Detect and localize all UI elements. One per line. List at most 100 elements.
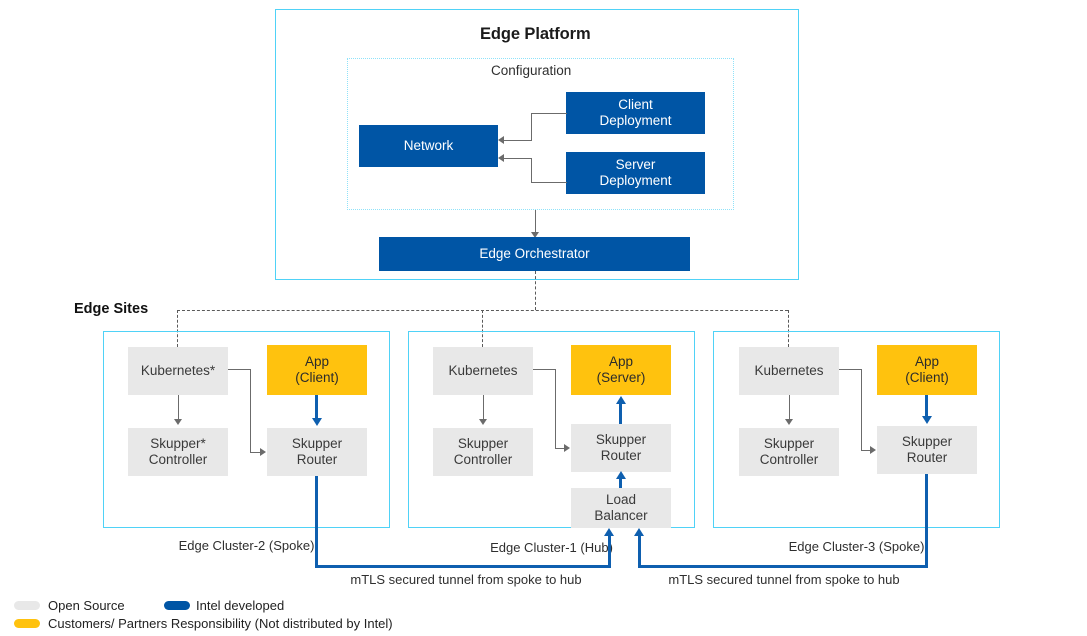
tunnel-1-arrowhead xyxy=(604,528,614,536)
cluster-2-skupper-controller-line2: Controller xyxy=(148,452,208,467)
cluster-3-skupper-router-line2: Router xyxy=(906,450,948,465)
edge-cluster-1-panel xyxy=(408,331,695,528)
cluster-1-connector-k8s-to-controller xyxy=(483,395,484,420)
server-deployment-label-line2: Deployment xyxy=(599,173,672,188)
legend-swatch-customer-responsibility xyxy=(14,619,40,628)
cluster-3-connector-k8s-to-router-seg1 xyxy=(839,369,861,370)
tunnel-1-label: mTLS secured tunnel from spoke to hub xyxy=(350,572,582,587)
connector-server-to-network-seg2 xyxy=(531,158,532,183)
cluster-3-connector-app-to-router xyxy=(925,395,928,418)
cluster-3-app-box: App (Client) xyxy=(877,345,977,395)
cluster-3-kubernetes-label: Kubernetes xyxy=(754,363,824,379)
legend-label-intel-developed: Intel developed xyxy=(196,598,285,613)
configuration-title: Configuration xyxy=(491,63,572,78)
legend-swatch-open-source xyxy=(14,601,40,610)
connector-config-to-orchestrator xyxy=(535,210,536,234)
cluster-1-connector-router-to-app-arrowhead xyxy=(615,396,626,404)
edge-sites-title: Edge Sites xyxy=(74,301,149,317)
cluster-1-load-balancer-line2: Balancer xyxy=(594,508,648,523)
cluster-3-kubernetes-box: Kubernetes xyxy=(739,347,839,395)
tunnel-2-label: mTLS secured tunnel from spoke to hub xyxy=(668,572,900,587)
legend-label-customer-responsibility: Customers/ Partners Responsibility (Not … xyxy=(48,616,393,631)
cluster-2-skupper-router-box: Skupper Router xyxy=(267,428,367,476)
cluster-1-skupper-controller-line1: Skupper xyxy=(457,436,509,452)
network-label: Network xyxy=(403,138,454,154)
cluster-3-connector-app-to-router-arrowhead xyxy=(921,416,932,424)
network-box: Network xyxy=(359,125,498,167)
client-deployment-label-line2: Deployment xyxy=(599,113,672,128)
cluster-2-connector-k8s-to-controller xyxy=(178,395,179,420)
connector-server-to-network-seg3 xyxy=(504,158,532,159)
cluster-2-app-line2: (Client) xyxy=(295,370,339,385)
edge-platform-title: Edge Platform xyxy=(480,25,591,43)
edge-orchestrator-box: Edge Orchestrator xyxy=(379,237,690,271)
cluster-3-skupper-controller-line1: Skupper xyxy=(763,436,815,452)
cluster-3-app-line2: (Client) xyxy=(905,370,949,385)
cluster-2-app-line1: App xyxy=(304,354,330,370)
connector-client-to-network-arrowhead xyxy=(498,136,504,144)
cluster-1-connector-k8s-to-router-arrowhead xyxy=(564,444,570,452)
edge-platform-panel xyxy=(275,9,799,280)
edge-orchestrator-label: Edge Orchestrator xyxy=(479,246,590,262)
tunnel-2-arrowhead xyxy=(634,528,644,536)
dashed-drop-cluster-2 xyxy=(177,310,178,347)
cluster-2-connector-app-to-router-arrowhead xyxy=(311,418,322,426)
cluster-3-app-line1: App xyxy=(914,354,940,370)
cluster-3-skupper-router-box: Skupper Router xyxy=(877,426,977,474)
edge-cluster-3-caption: Edge Cluster-3 (Spoke) xyxy=(788,539,925,554)
client-deployment-label-line1: Client xyxy=(618,97,653,113)
cluster-2-skupper-router-line2: Router xyxy=(296,452,338,467)
cluster-2-app-box: App (Client) xyxy=(267,345,367,395)
cluster-3-skupper-controller-line2: Controller xyxy=(759,452,819,467)
cluster-1-app-line2: (Server) xyxy=(596,370,646,385)
cluster-3-skupper-router-line1: Skupper xyxy=(901,434,953,450)
edge-cluster-2-caption: Edge Cluster-2 (Spoke) xyxy=(178,538,315,553)
server-deployment-label-line1: Server xyxy=(615,157,656,173)
cluster-2-connector-k8s-to-router-seg3 xyxy=(250,452,261,453)
cluster-1-skupper-controller-box: Skupper Controller xyxy=(433,428,533,476)
connector-client-to-network-seg1 xyxy=(531,113,567,114)
tunnel-1-segment-across xyxy=(315,565,611,568)
connector-server-to-network-arrowhead xyxy=(498,154,504,162)
legend-swatch-intel-developed xyxy=(164,601,190,610)
cluster-2-connector-k8s-to-router-seg2 xyxy=(250,369,251,453)
connector-client-to-network-seg3 xyxy=(504,140,532,141)
cluster-1-connector-k8s-to-router-seg2 xyxy=(555,369,556,449)
cluster-1-skupper-router-line2: Router xyxy=(600,448,642,463)
cluster-2-skupper-router-line1: Skupper xyxy=(291,436,343,452)
cluster-1-skupper-controller-line2: Controller xyxy=(453,452,513,467)
edge-cluster-1-caption: Edge Cluster-1 (Hub) xyxy=(490,540,613,555)
cluster-1-load-balancer-line1: Load xyxy=(605,492,637,508)
cluster-2-kubernetes-box: Kubernetes* xyxy=(128,347,228,395)
cluster-1-skupper-router-line1: Skupper xyxy=(595,432,647,448)
cluster-3-connector-k8s-to-router-seg2 xyxy=(861,369,862,451)
cluster-1-connector-k8s-to-router-seg3 xyxy=(555,448,565,449)
cluster-1-connector-k8s-to-controller-arrowhead xyxy=(479,419,487,425)
cluster-1-skupper-router-box: Skupper Router xyxy=(571,424,671,472)
tunnel-1-segment-up xyxy=(608,536,611,566)
connector-config-to-orchestrator-arrowhead xyxy=(531,232,539,238)
tunnel-2-segment-across xyxy=(638,565,928,568)
dashed-drop-cluster-1 xyxy=(482,310,483,347)
cluster-2-connector-k8s-to-controller-arrowhead xyxy=(174,419,182,425)
client-deployment-box: Client Deployment xyxy=(566,92,705,134)
cluster-3-connector-k8s-to-controller xyxy=(789,395,790,420)
cluster-3-skupper-controller-box: Skupper Controller xyxy=(739,428,839,476)
cluster-2-connector-k8s-to-router-seg1 xyxy=(228,369,250,370)
configuration-panel xyxy=(347,58,734,210)
cluster-1-app-box: App (Server) xyxy=(571,345,671,395)
cluster-1-load-balancer-box: Load Balancer xyxy=(571,488,671,528)
cluster-2-kubernetes-label: Kubernetes* xyxy=(140,363,216,379)
cluster-3-connector-k8s-to-controller-arrowhead xyxy=(785,419,793,425)
connector-server-to-network-seg1 xyxy=(531,182,567,183)
cluster-2-skupper-controller-box: Skupper* Controller xyxy=(128,428,228,476)
tunnel-2-segment-down xyxy=(925,474,928,568)
edge-cluster-3-panel xyxy=(713,331,1000,528)
cluster-1-kubernetes-box: Kubernetes xyxy=(433,347,533,395)
cluster-3-connector-k8s-to-router-arrowhead xyxy=(870,446,876,454)
edge-cluster-2-panel xyxy=(103,331,390,528)
cluster-1-connector-k8s-to-router-seg1 xyxy=(533,369,555,370)
cluster-1-kubernetes-label: Kubernetes xyxy=(448,363,518,379)
cluster-2-skupper-controller-line1: Skupper* xyxy=(150,436,206,452)
